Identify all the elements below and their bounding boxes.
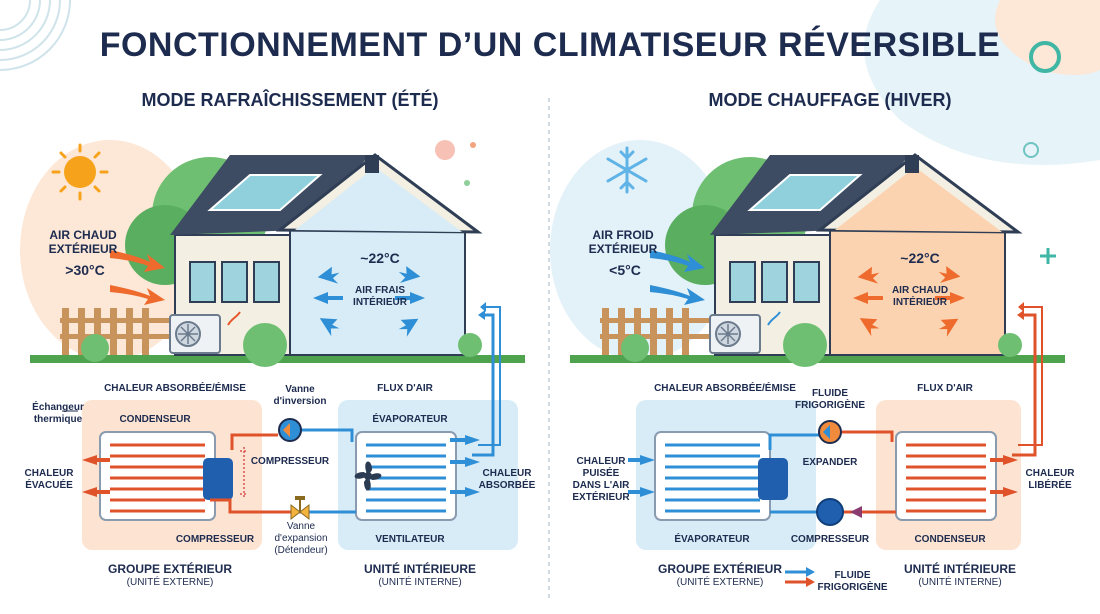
cooling-compressor-label-bottom: COMPRESSEUR [175, 534, 255, 545]
cooling-condenser-label: CONDENSEUR [119, 414, 191, 425]
heating-heat-label: CHALEUR ABSORBÉE/ÉMISE [654, 383, 796, 394]
expansion-valve-icon [290, 496, 310, 521]
solar-panel [747, 174, 863, 211]
heat-absorbed-label: CHALEUR ABSORBÉE [478, 468, 536, 491]
heat-released-label: CHALEUR LIBÉRÉE [1025, 468, 1075, 491]
cold-backdrop [550, 140, 730, 360]
cooling-outside-air: AIR CHAUD EXTÉRIEUR [48, 228, 118, 256]
cooling-outdoor-unit-sub: (UNITÉ EXTERNE) [126, 577, 214, 588]
cooling-heat-label: CHALEUR ABSORBÉE/ÉMISE [104, 383, 246, 394]
expander-valve-icon [818, 420, 842, 444]
heat-evacuated-arrows [82, 455, 110, 497]
compressor-icon [758, 458, 788, 500]
dot-decor [464, 180, 470, 186]
heating-evaporator-label: ÉVAPORATEUR [674, 534, 750, 545]
heat-released-arrows [990, 455, 1018, 497]
solar-panel [207, 174, 323, 211]
evaporator-coil-lines [665, 443, 760, 513]
warm-air-arrows [853, 266, 965, 337]
heating-heading: MODE CHAUFFAGE (HIVER) [708, 90, 952, 110]
ring-decor [1029, 41, 1061, 73]
cooling-heading: MODE RAFRAÎCHISSEMENT (ÉTÉ) [141, 90, 439, 110]
heat-exchanger-label: Échangeur thermique [32, 402, 84, 425]
heating-condenser-label: CONDENSEUR [914, 534, 986, 545]
refrigerant-label: FLUIDE FRIGORIGÈNE [794, 388, 865, 411]
supply-pipe [472, 313, 495, 457]
cooling-airflow-label: FLUX D'AIR [377, 383, 433, 394]
cooling-room-temp: ~22°C [360, 250, 400, 266]
fence [60, 308, 180, 356]
sun-icon [51, 143, 109, 201]
bush [81, 334, 109, 362]
heating-outside-temp: <5°C [609, 262, 641, 278]
compressor-icon [203, 458, 233, 500]
condenser-coil [895, 431, 997, 521]
evaporator-coil-lines [366, 443, 446, 513]
heating-outside-air: AIR FROID EXTÉRIEUR [588, 228, 658, 256]
fan-label: VENTILATEUR [375, 534, 445, 545]
cooling-outdoor-unit: GROUPE EXTÉRIEUR [107, 562, 233, 576]
heating-outdoor-unit-sub: (UNITÉ EXTERNE) [676, 577, 764, 588]
expander-label: EXPANDER [802, 457, 858, 468]
legend-arrows [785, 567, 815, 587]
expansion-valve-label: Vanne d'expansion (Détendeur) [274, 521, 328, 556]
cooling-compressor-label-top: COMPRESSEUR [250, 456, 330, 467]
cold-air-arrows [650, 250, 705, 305]
condenser-coil-lines [110, 443, 205, 513]
cool-air-arrows [313, 266, 425, 337]
heating-airflow-label: FLUX D'AIR [917, 383, 973, 394]
plus-decor [1040, 248, 1056, 264]
outdoor-ac-unit-icon [709, 314, 761, 354]
heat-drawn-label: CHALEUR PUISÉE DANS L'AIR EXTÉRIEUR [572, 456, 630, 503]
legend-label: FLUIDE FRIGORIGÈNE [817, 570, 888, 593]
heating-indoor-unit-sub: (UNITÉ INTERNE) [918, 577, 1002, 588]
ring-decor-small [1023, 142, 1039, 158]
outdoor-ac-unit-icon [169, 314, 221, 354]
airflow-arrows-in [450, 435, 480, 497]
heating-compressor-label: COMPRESSEUR [790, 534, 870, 545]
cooling-indoor-unit-sub: (UNITÉ INTERNE) [378, 577, 462, 588]
bush [458, 333, 482, 357]
fence [600, 308, 720, 356]
condenser-coil-lines [906, 443, 986, 513]
snowflake-icon [606, 146, 648, 194]
reversing-valve-label: Vanne d'inversion [273, 384, 327, 407]
heating-outdoor-unit: GROUPE EXTÉRIEUR [657, 562, 783, 576]
cooling-indoor-unit: UNITÉ INTÉRIEURE [363, 562, 476, 576]
dot-decor [435, 140, 455, 160]
heat-evacuated-label: CHALEUR ÉVACUÉE [24, 468, 74, 491]
fan-icon [354, 461, 382, 491]
heating-room-temp: ~22°C [900, 250, 940, 266]
heating-room-air: AIR CHAUD INTÉRIEUR [891, 285, 949, 308]
bush [621, 334, 649, 362]
cooling-outside-temp: >30°C [65, 262, 105, 278]
page-title: FONCTIONNEMENT D’UN CLIMATISEUR RÉVERSIB… [99, 26, 1001, 64]
heat-drawn-arrows [628, 455, 655, 497]
compressor-ball-icon [816, 498, 844, 526]
heating-indoor-unit: UNITÉ INTÉRIEURE [903, 562, 1016, 576]
cooling-room-air: AIR FRAIS INTÉRIEUR [353, 285, 407, 308]
supply-pipe [1012, 313, 1037, 457]
bush [783, 323, 827, 367]
hot-air-arrows [110, 250, 165, 305]
dot-decor [470, 142, 476, 148]
bush [998, 333, 1022, 357]
bush [243, 323, 287, 367]
cooling-evaporator-label: ÉVAPORATEUR [372, 414, 448, 425]
